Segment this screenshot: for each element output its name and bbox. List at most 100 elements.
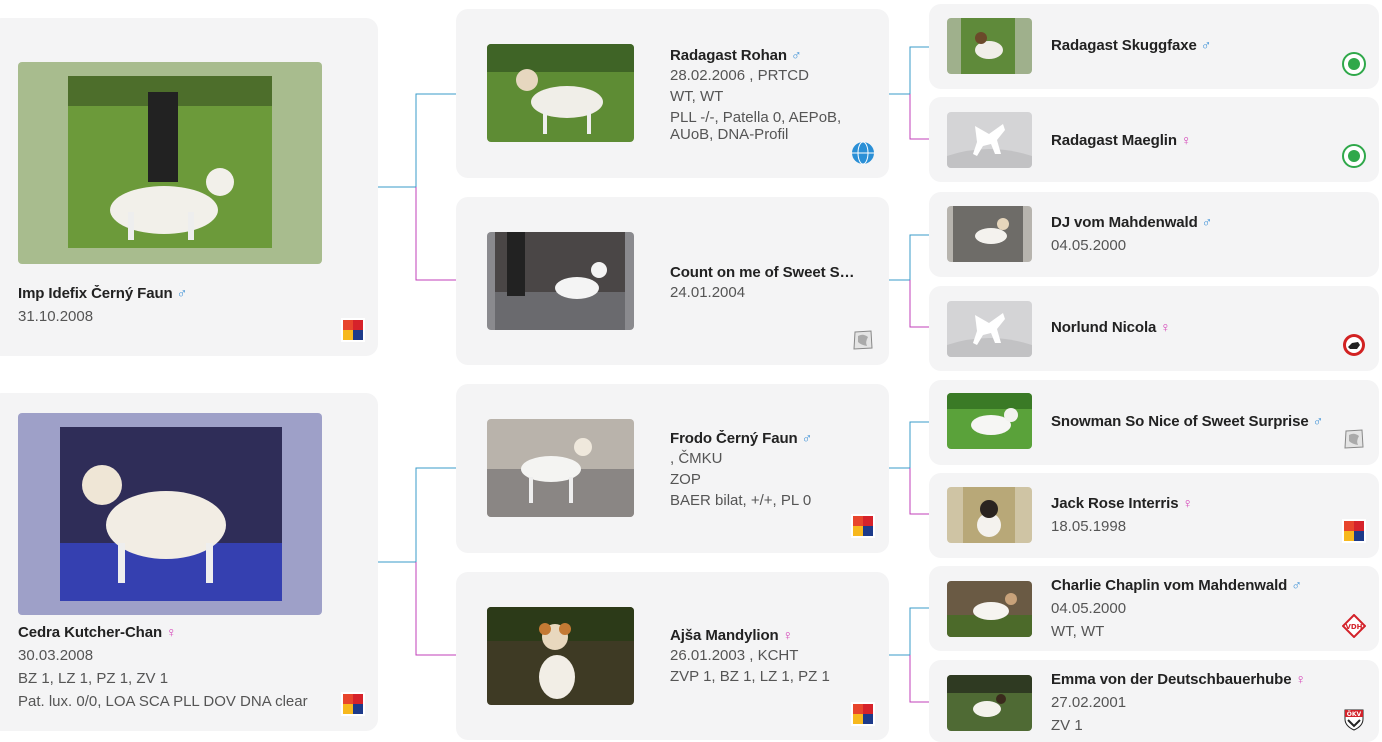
dog-info-line: WT, WT [670,88,724,105]
dog-photo[interactable] [487,232,634,330]
dog-photo[interactable] [947,487,1032,543]
dog-photo[interactable] [18,62,322,264]
kennel-club-map-icon [1342,427,1366,451]
dog-info-line: BAER bilat, +/+, PL 0 [670,492,812,509]
dog-photo[interactable] [947,393,1032,449]
dog-photo-image [18,62,322,264]
dog-photo[interactable] [18,413,322,615]
kcl-globe-icon [851,141,875,165]
red-terrier-club-icon [1342,333,1366,357]
dog-photo[interactable] [947,581,1032,637]
dog-info-line: 04.05.2000 [1051,237,1127,254]
cmku-flag-icon [1342,519,1366,543]
dog-name-text: Snowman So Nice of Sweet Surprise [1051,413,1309,430]
dog-name-text: Emma von der Deutschbauerhube [1051,671,1292,688]
dog-name[interactable]: Frodo Černý Faun♂ [670,430,870,447]
dog-name[interactable]: Imp Idefix Černý Faun♂ [18,285,358,302]
dog-name[interactable]: Cedra Kutcher-Chan♀ [18,624,358,641]
dog-info-line: 18.05.1998 [1051,518,1127,535]
pedigree-card-gen2-3[interactable]: Frodo Černý Faun♂ , ČMKU ZOP BAER bilat,… [456,384,889,553]
dog-name[interactable]: Radagast Rohan♂ [670,47,870,64]
cmku-flag-icon [341,318,365,342]
dog-name[interactable]: Ajša Mandylion♀ [670,627,870,644]
dog-name-text: Radagast Skuggfaxe [1051,37,1197,54]
vdh-diamond-icon: VDH [1342,614,1366,638]
male-symbol-icon: ♂ [790,47,802,63]
pedigree-card-sire[interactable]: Imp Idefix Černý Faun♂ 31.10.2008 [0,18,378,356]
dog-info-line: 27.02.2001 [1051,694,1127,711]
kennel-club-map-icon [851,328,875,352]
female-symbol-icon: ♀ [1182,495,1193,511]
dog-name[interactable]: DJ vom Mahdenwald♂ [1051,214,1351,231]
dog-photo[interactable] [487,44,634,142]
dog-info-line: Pat. lux. 0/0, LOA SCA PLL DOV DNA clear [18,693,308,710]
dog-name[interactable]: Emma von der Deutschbauerhube♀ [1051,671,1351,688]
dog-photo-image [487,419,634,517]
dog-name-text: Norlund Nicola [1051,319,1157,336]
male-symbol-icon: ♂ [176,285,188,301]
dog-name[interactable]: Norlund Nicola♀ [1051,319,1351,336]
dog-photo-image [947,18,1032,74]
pedigree-card-gen3-1[interactable]: Radagast Skuggfaxe♂ [929,4,1379,89]
dog-name[interactable]: Radagast Skuggfaxe♂ [1051,37,1351,54]
dog-name-text: DJ vom Mahdenwald [1051,214,1198,231]
pedigree-card-gen3-3[interactable]: DJ vom Mahdenwald♂ 04.05.2000 [929,192,1379,277]
dog-info-line: BZ 1, LZ 1, PZ 1, ZV 1 [18,670,169,687]
dog-photo[interactable] [487,419,634,517]
dog-name[interactable]: Jack Rose Interris♀ [1051,495,1351,512]
dog-info-line: AUoB, DNA-Profil [670,126,789,143]
dog-photo-image [947,487,1032,543]
male-symbol-icon: ♂ [1201,214,1213,230]
dog-name[interactable]: Charlie Chaplin vom Mahdenwald♂ [1051,577,1351,594]
dog-photo-placeholder[interactable] [947,301,1032,357]
pedigree-card-gen3-6[interactable]: Jack Rose Interris♀ 18.05.1998 [929,473,1379,558]
pedigree-card-gen3-5[interactable]: Snowman So Nice of Sweet Surprise♂ [929,380,1379,465]
pedigree-card-gen3-4[interactable]: Norlund Nicola♀ [929,286,1379,371]
pedigree-card-gen3-7[interactable]: Charlie Chaplin vom Mahdenwald♂ 04.05.20… [929,566,1379,651]
dog-name[interactable]: Snowman So Nice of Sweet Surprise♂ [1051,413,1341,430]
dog-photo-image [947,206,1032,262]
dog-photo-image [947,393,1032,449]
dog-photo-image [18,413,322,615]
green-club-icon [1342,144,1366,168]
dog-info-line: 26.01.2003 , KCHT [670,647,799,664]
dog-photo-placeholder[interactable] [947,112,1032,168]
dog-photo-image [947,675,1032,731]
female-symbol-icon: ♀ [1180,132,1192,148]
dog-info-line: PLL -/-, Patella 0, AEPoB, [670,109,842,126]
dog-info-line: ZVP 1, BZ 1, LZ 1, PZ 1 [670,668,830,685]
dog-photo-image [487,232,634,330]
pedigree-card-gen2-4[interactable]: Ajša Mandylion♀ 26.01.2003 , KCHT ZVP 1,… [456,572,889,740]
dog-photo[interactable] [947,206,1032,262]
pedigree-card-gen2-2[interactable]: Count on me of Sweet S… 24.01.2004 [456,197,889,365]
dog-name-text: Frodo Černý Faun [670,430,798,447]
dog-name-text: Jack Rose Interris [1051,495,1179,512]
dog-name-text: Ajša Mandylion [670,627,779,644]
male-symbol-icon: ♂ [1312,413,1324,429]
dog-photo[interactable] [947,18,1032,74]
female-symbol-icon: ♀ [782,627,794,643]
female-symbol-icon: ♀ [1295,671,1307,687]
dog-info-line: , ČMKU [670,450,723,467]
dog-photo[interactable] [487,607,634,705]
dog-photo[interactable] [947,675,1032,731]
okv-shield-icon: ÖKV [1342,707,1366,731]
pedigree-card-gen3-2[interactable]: Radagast Maeglin♀ [929,97,1379,182]
svg-text:VDH: VDH [1345,623,1362,631]
pedigree-card-gen3-8[interactable]: Emma von der Deutschbauerhube♀ 27.02.200… [929,660,1379,742]
dog-info-line: 31.10.2008 [18,308,94,325]
dog-info-line: 28.02.2006 , PRTCD [670,67,809,84]
dog-name[interactable]: Count on me of Sweet S… [670,264,870,281]
male-symbol-icon: ♂ [1291,577,1302,593]
dog-name-text: Cedra Kutcher-Chan [18,624,163,641]
dog-silhouette-icon [947,112,1032,168]
dog-name[interactable]: Radagast Maeglin♀ [1051,132,1351,149]
pedigree-card-gen2-1[interactable]: Radagast Rohan♂ 28.02.2006 , PRTCD WT, W… [456,9,889,178]
male-symbol-icon: ♂ [1200,37,1212,53]
dog-silhouette-icon [947,301,1032,357]
pedigree-card-dam[interactable]: Cedra Kutcher-Chan♀ 30.03.2008 BZ 1, LZ … [0,393,378,731]
dog-photo-image [487,607,634,705]
dog-name-text: Imp Idefix Černý Faun [18,285,173,302]
dog-photo-image [487,44,634,142]
dog-name-text: Radagast Maeglin [1051,132,1177,149]
